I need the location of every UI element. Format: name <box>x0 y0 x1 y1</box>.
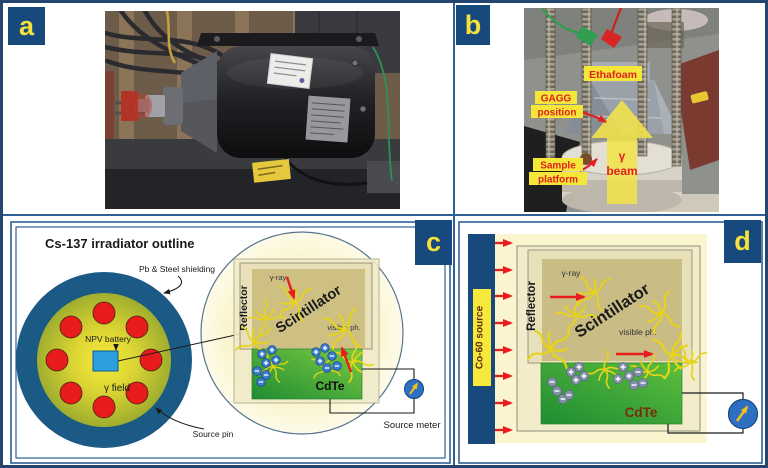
gagg-label-line2: position <box>538 108 577 119</box>
alligator-clips <box>541 8 623 48</box>
yellow-sticker <box>252 158 291 183</box>
ethafoam-label: Ethafoam <box>589 69 637 81</box>
threaded-rods <box>545 8 682 171</box>
scintillator-box <box>252 269 365 349</box>
gamma-beam-arrow <box>591 100 653 204</box>
visible-photons-label-d: visible ph. <box>619 327 657 337</box>
vertical-divider <box>453 3 455 465</box>
red-frame-post <box>105 71 114 171</box>
panel-a-label: a <box>8 7 45 45</box>
power-cable <box>283 157 368 186</box>
shaft <box>135 99 149 112</box>
gray-notice-sticker <box>305 95 351 143</box>
meter-wires <box>329 368 415 414</box>
beam-label-line1: γ <box>619 149 626 163</box>
gagg-label-line1: GAGG <box>541 94 572 105</box>
scintillator-box-d <box>542 259 682 361</box>
table-step <box>367 161 400 193</box>
panel-c-label: c <box>415 220 452 265</box>
source-meter-label: Source meter <box>383 420 440 431</box>
green-wire <box>372 46 393 182</box>
detector-stack: Reflector γ-ray Scintillator visible ph.… <box>233 258 441 431</box>
top-bracket <box>197 33 379 46</box>
cdte-label: CdTe <box>315 379 344 393</box>
photon-arrow <box>340 346 353 373</box>
beam-label-line2: beam <box>606 164 637 178</box>
co60-beam-arrows <box>495 239 513 434</box>
yellow-cable <box>165 11 177 64</box>
cdte-label-d: CdTe <box>625 405 658 420</box>
table-front <box>105 169 400 209</box>
source-pin-arrow <box>155 407 205 430</box>
magnifier-connector-line <box>117 333 241 362</box>
horizontal-divider <box>3 214 765 216</box>
photo-b-annotations: GAGG position Ethafoam Sample platform γ… <box>529 66 642 186</box>
cs137-diagram: Cs-137 irradiator outline NPV battery γ … <box>10 221 451 464</box>
sample-label-line2: platform <box>538 175 578 186</box>
reflector-label-d: Reflector <box>526 281 538 331</box>
yellow-tool <box>690 91 709 104</box>
white-label-sticker <box>266 52 314 90</box>
gamma-field-label: γ field <box>104 383 130 394</box>
co60-source-label: Co-60 source <box>475 305 486 369</box>
gamma-ray-label: γ-ray <box>270 273 287 282</box>
meter-wires-d <box>667 392 744 434</box>
red-block <box>121 91 138 121</box>
irradiator-device <box>121 33 393 186</box>
co60-label-plate <box>473 289 491 386</box>
gamma-ray-label-d: γ-ray <box>562 268 582 278</box>
co60-diagram: Co-60 source Reflector γ-ray Scintillato… <box>458 221 763 464</box>
clamp <box>145 95 165 117</box>
panel-c-title: Cs-137 irradiator outline <box>45 236 195 251</box>
source-pins <box>45 301 163 419</box>
source-pin-label: Source pin <box>193 429 234 439</box>
gamma-ray-arrow <box>285 276 296 300</box>
shielding-arrow <box>163 275 182 295</box>
panel-c-inner-box <box>15 226 446 459</box>
panel-b-label: b <box>456 5 490 45</box>
panel-d-label: d <box>724 220 761 263</box>
reflector-label: Reflector <box>238 285 250 331</box>
irradiator-cross-section: NPV battery γ field <box>16 272 241 448</box>
irradiator-photo <box>105 11 400 209</box>
sample-label-line1: Sample <box>540 161 576 172</box>
shielding-label: Pb & Steel shielding <box>139 264 215 274</box>
npv-battery-square <box>92 350 119 372</box>
collar <box>163 87 183 125</box>
red-board <box>674 50 719 170</box>
npv-battery-label: NPV battery <box>85 334 132 344</box>
sample-setup-photo: GAGG position Ethafoam Sample platform γ… <box>524 8 719 212</box>
detector-stack-d: Reflector γ-ray Scintillator visible ph.… <box>516 245 759 434</box>
